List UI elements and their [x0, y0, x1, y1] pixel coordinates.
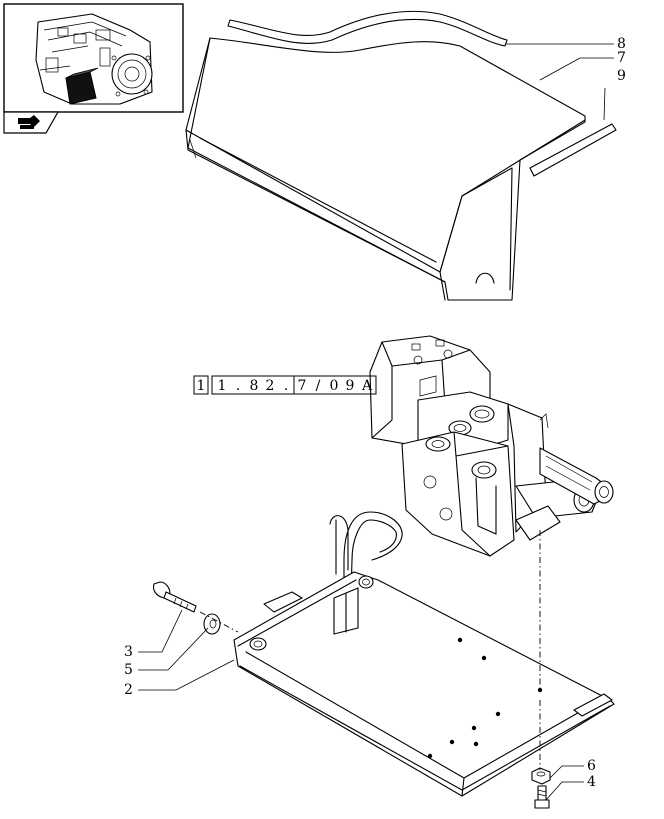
reference-char-7: 0	[330, 378, 339, 394]
hydraulic-control-valve	[369, 335, 614, 557]
reference-char-6: /	[316, 378, 321, 394]
reference-char-3: 2	[266, 378, 275, 394]
reference-char-4: .	[284, 378, 288, 394]
transmission-assembly-thumbnail	[35, 13, 153, 105]
callout-2: 2	[124, 682, 133, 698]
callout-5: 5	[124, 662, 133, 678]
callout-8: 8	[617, 36, 626, 52]
seal-bar	[529, 123, 617, 177]
hydraulic-pipe	[329, 511, 403, 629]
thumbnail-inset[interactable]	[3, 3, 184, 113]
reference-first: 1	[197, 378, 206, 394]
callouts: 8 7 9 3 5 2 6 4	[124, 36, 626, 790]
reference-char-0: 1	[218, 378, 227, 394]
callout-6: 6	[587, 758, 596, 774]
callout-7: 7	[617, 50, 626, 66]
washer	[203, 613, 221, 635]
mounting-plate	[233, 571, 615, 797]
reference-char-8: 9	[346, 378, 355, 394]
cross-reference-label[interactable]: 1 1 . 8 2 . 7 / 0 9 A	[193, 375, 377, 395]
reference-char-5: 7	[298, 378, 307, 394]
reference-char-1: .	[236, 378, 240, 394]
centre-lines	[199, 530, 541, 770]
gasket-strip	[227, 10, 508, 47]
bolt	[152, 581, 197, 613]
leader-lines	[138, 43, 614, 801]
callout-4: 4	[587, 774, 596, 790]
hand-pointer-icon	[18, 115, 40, 129]
callout-3: 3	[124, 644, 133, 660]
lower-bolt	[534, 785, 550, 809]
nut	[531, 767, 551, 785]
protective-cover	[185, 37, 586, 301]
nav-button[interactable]	[3, 111, 60, 134]
reference-char-2: 8	[250, 378, 259, 394]
callout-9: 9	[617, 68, 626, 84]
reference-char-9: A	[361, 378, 373, 394]
